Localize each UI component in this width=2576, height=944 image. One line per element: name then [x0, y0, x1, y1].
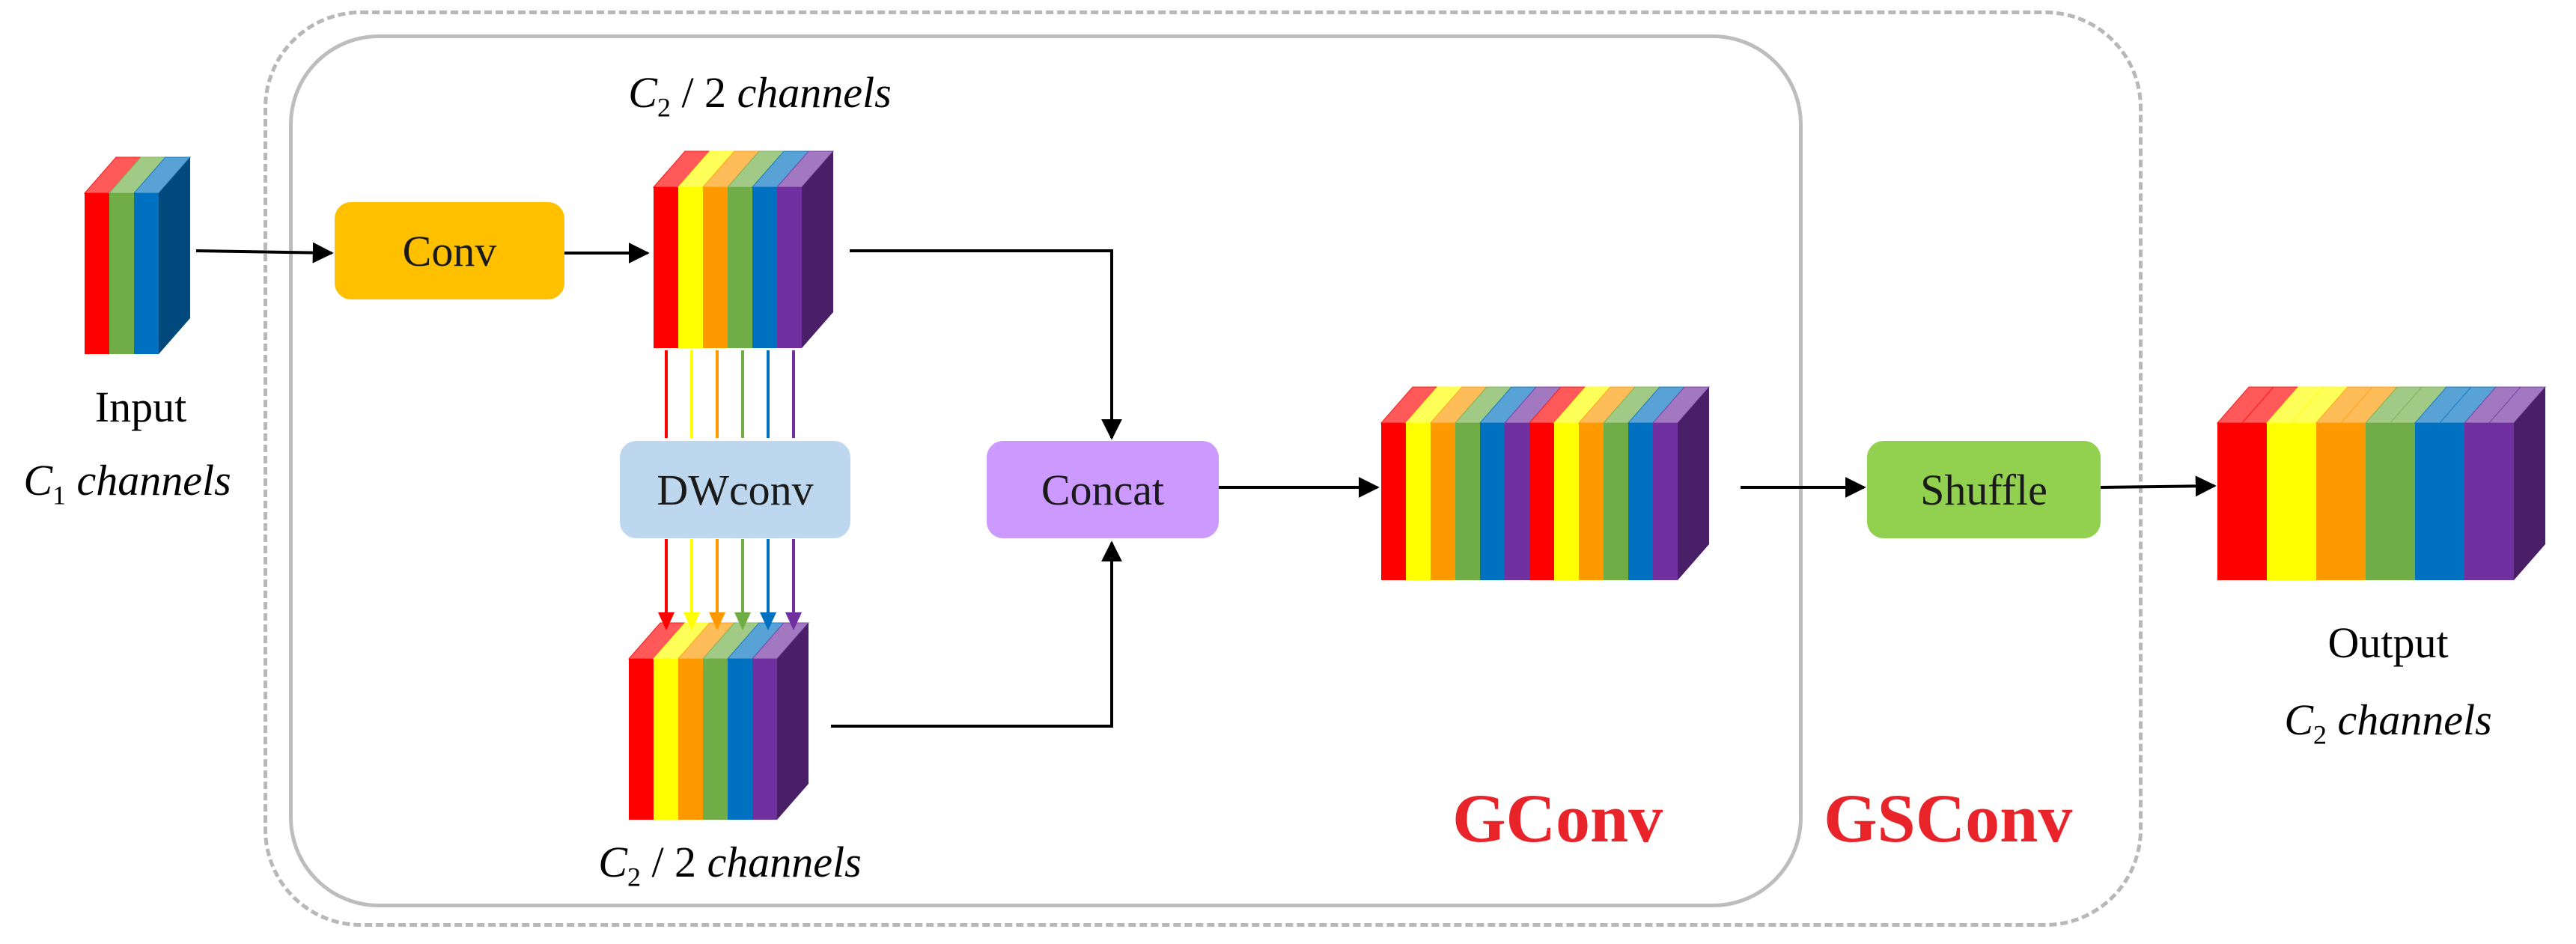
- bottom-feature-tensor-slab: [654, 659, 678, 820]
- dwconv-box: DWconv: [620, 441, 850, 538]
- bottom-feature-tensor-slab: [629, 659, 654, 820]
- bottom-feature-tensor: [627, 622, 810, 820]
- bottom-to-concat-arrow: [831, 540, 1122, 728]
- conv-label: Conv: [402, 226, 497, 275]
- top-feature-tensor-slab: [678, 187, 703, 348]
- concat-tensor-slab: [1480, 423, 1505, 580]
- bottom-feature-tensor-slab: [678, 659, 703, 820]
- input-tensor-slab: [109, 193, 134, 354]
- top-feature-tensor-slab: [654, 187, 678, 348]
- output-tensor-slab: [2341, 423, 2366, 580]
- output-tensor-slab: [2440, 423, 2464, 580]
- dw-channel-arrowhead: [760, 612, 776, 630]
- output-tensor-slab: [2464, 423, 2489, 580]
- gconv-region-frame: [289, 34, 1803, 907]
- top-feature-tensor-slab: [703, 187, 728, 348]
- top-to-concat-arrow: [850, 249, 1122, 440]
- concat-tensor-slab: [1455, 423, 1480, 580]
- output-tensor-side: [2514, 387, 2545, 580]
- dw-channel-arrowhead: [683, 612, 700, 630]
- concat-tensor-slab: [1431, 423, 1455, 580]
- concat-tensor-slab: [1604, 423, 1628, 580]
- top-feature-tensor-slab: [752, 187, 777, 348]
- bottom-feature-tensor-slab: [752, 659, 777, 820]
- output-tensor-slab: [2316, 423, 2341, 580]
- concat-tensor-side: [1678, 387, 1709, 580]
- output-channels-label: C2 channels: [2284, 695, 2492, 750]
- input-tensor-side: [159, 157, 190, 354]
- concat-tensor-slab: [1505, 423, 1529, 580]
- input-to-conv-arrow: [195, 242, 334, 264]
- top-feature-label: C2 / 2 channels: [628, 68, 892, 123]
- gsconv-region-frame: [264, 10, 2143, 927]
- concat-tensor-slab: [1406, 423, 1431, 580]
- output-label: Output: [2327, 618, 2449, 667]
- gsconv-title: GSConv: [1824, 780, 2073, 856]
- input-tensor-slab: [134, 193, 159, 354]
- input-label: Input: [94, 383, 187, 431]
- concat-tensor: [1380, 386, 1711, 580]
- dw-channel-arrowhead: [709, 612, 725, 630]
- concat-box: Concat: [987, 441, 1219, 538]
- output-tensor-slab: [2292, 423, 2316, 580]
- dw-channel-arrowhead: [785, 612, 802, 630]
- input-tensor: [83, 156, 192, 354]
- bottom-feature-tensor-side: [777, 623, 809, 820]
- shuffle-label: Shuffle: [1920, 465, 2047, 514]
- concat-tensor-slab: [1381, 423, 1406, 580]
- input-tensor-slab: [85, 193, 109, 354]
- top-feature-tensor-slab: [728, 187, 752, 348]
- output-tensor-slab: [2415, 423, 2440, 580]
- dw-channel-arrowhead: [734, 612, 751, 630]
- output-tensor-slab: [2242, 423, 2267, 580]
- shuffle-box: Shuffle: [1867, 441, 2101, 538]
- input-channels-label: C1 channels: [23, 456, 231, 511]
- output-tensor-slab: [2489, 423, 2514, 580]
- concat-tensor-slab: [1579, 423, 1604, 580]
- output-tensor: [2216, 386, 2547, 580]
- output-tensor-slab: [2217, 423, 2242, 580]
- bottom-feature-label: C2 / 2 channels: [598, 838, 862, 892]
- dwconv-label: DWconv: [657, 465, 814, 514]
- top-feature-tensor: [652, 150, 835, 348]
- output-tensor-slab: [2267, 423, 2292, 580]
- conv-box: Conv: [335, 202, 564, 299]
- output-tensor-slab: [2366, 423, 2390, 580]
- top-feature-tensor-slab: [777, 187, 802, 348]
- bottom-feature-tensor-slab: [703, 659, 728, 820]
- bottom-feature-tensor-slab: [728, 659, 752, 820]
- top-feature-tensor-side: [802, 151, 833, 348]
- concat-tensor-slab: [1628, 423, 1653, 580]
- shuffle-to-output-arrow: [2100, 475, 2217, 497]
- dw-channel-arrowhead: [658, 612, 675, 630]
- gconv-title: GConv: [1452, 780, 1663, 856]
- concat-label: Concat: [1041, 465, 1165, 514]
- concat-tensor-slab: [1653, 423, 1678, 580]
- concat-tensor-slab: [1554, 423, 1579, 580]
- output-tensor-slab: [2390, 423, 2415, 580]
- concat-tensor-slab: [1529, 423, 1554, 580]
